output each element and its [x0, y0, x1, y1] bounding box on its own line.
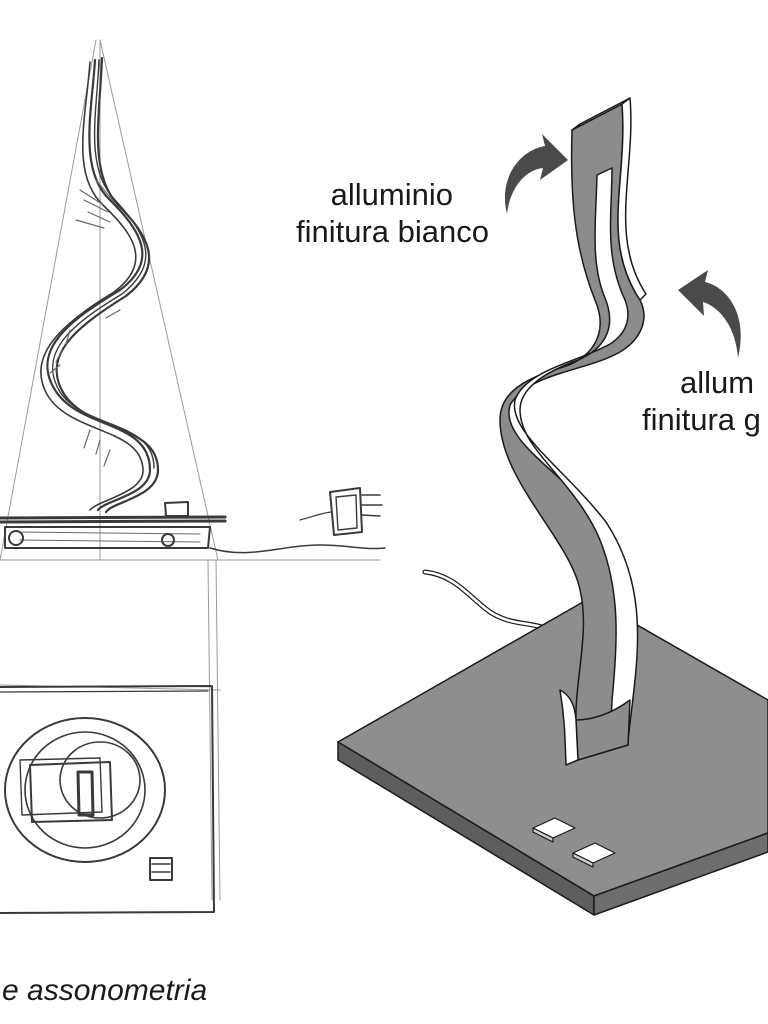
sketch-plug: [299, 487, 383, 536]
label-grey-finish: allum finitura g: [642, 364, 761, 438]
label-white-finish-line2: finitura bianco: [296, 214, 490, 250]
curved-arrow-icon: [504, 134, 568, 214]
sketch-base-plan: [0, 685, 215, 914]
pencil-sketch: [0, 39, 386, 914]
label-white-finish-line1: alluminio: [330, 177, 454, 212]
sketch-construction-lines: [0, 39, 381, 901]
caption: zo e assonometria: [0, 974, 208, 1007]
base-top-face: [337, 597, 768, 897]
ribbon-white-face: [513, 167, 639, 746]
sketch-hatching: [49, 179, 121, 467]
curved-arrow-icon: [678, 270, 741, 358]
label-grey-finish-line1: allum: [680, 365, 755, 400]
ribbon-foot: [575, 699, 631, 761]
label-grey-finish-line2: finitura g: [642, 402, 761, 438]
label-white-finish: alluminio finitura bianco: [296, 176, 489, 250]
power-cable: [422, 569, 548, 631]
base-right-face: [593, 832, 768, 916]
base-buttons: [532, 817, 616, 868]
base-plate: [337, 597, 768, 916]
ribbon-sculpture: [499, 97, 647, 766]
sketch-base-elevation: [0, 501, 386, 554]
